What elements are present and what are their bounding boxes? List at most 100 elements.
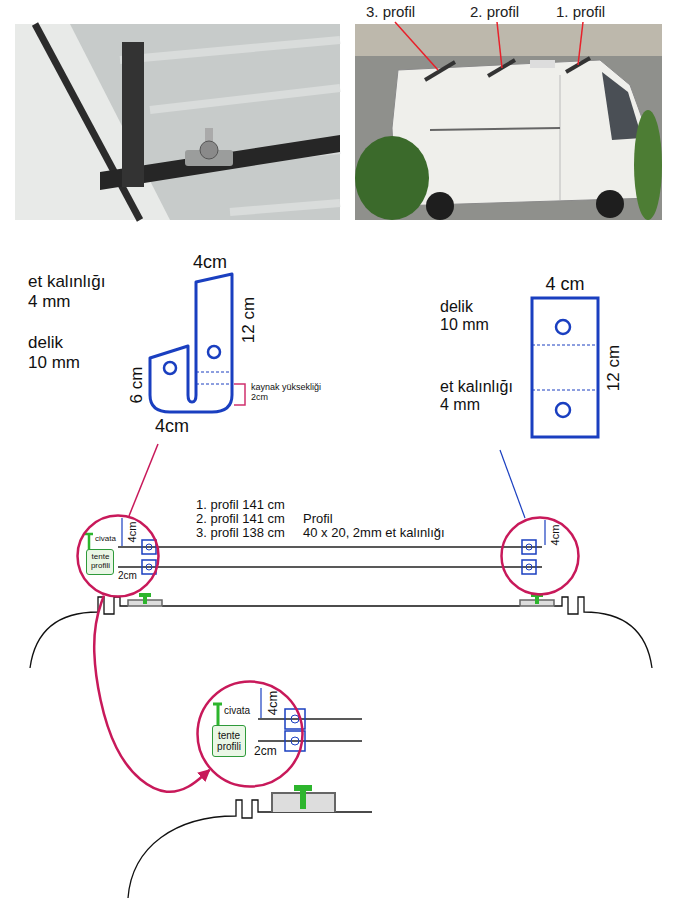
dimension-label: 12 cm: [604, 345, 624, 391]
dimension-mark: [544, 520, 545, 545]
bolt: [200, 141, 218, 159]
mount-plate: [142, 540, 156, 554]
roof-rib: [150, 88, 340, 110]
note-label: delik 10 mm: [440, 298, 492, 335]
bolt-symbol: [535, 597, 539, 604]
van-body: [392, 60, 652, 206]
photo-label: 3. profil: [366, 3, 415, 20]
bolt-hole: [208, 346, 220, 358]
dimension-label: 12 cm: [239, 297, 259, 343]
fold-line: [532, 345, 598, 346]
dimension-label: 4cm: [126, 522, 138, 543]
leader-line: [497, 22, 502, 68]
callout-circle: tente profili civata 4cm 2cm: [196, 680, 304, 788]
box-label: tente profili: [91, 553, 110, 571]
fold-line: [532, 390, 598, 391]
wheel: [596, 190, 624, 218]
photo-street: [355, 24, 662, 220]
dimension-label: 2cm: [118, 570, 137, 581]
photo-label: 1. profil: [556, 3, 605, 20]
dimension-label: 6 cm: [127, 367, 147, 404]
leader-line: [129, 444, 158, 516]
dimension-label: 4cm: [193, 252, 227, 273]
bush: [355, 136, 429, 220]
dimension-mark: [121, 518, 122, 546]
note-label: Profil: [303, 512, 333, 527]
awning-profile-box: tente profili: [212, 725, 246, 757]
callout-circle-outline: [198, 682, 303, 787]
length-label: 1. profil 141 cm: [196, 498, 285, 513]
rail: [118, 566, 542, 567]
leader-line: [500, 450, 525, 518]
van-windshield: [602, 72, 642, 140]
roof-vent: [530, 60, 555, 68]
bolt-hole: [526, 544, 532, 550]
mount-plate: [522, 540, 536, 554]
callout-circle-outline: [500, 516, 580, 596]
bolt-hole: [556, 403, 570, 417]
rail: [118, 546, 542, 547]
dimension-label: 4 cm: [545, 274, 584, 295]
bolt-label: civata: [95, 535, 116, 544]
note-label: delik 10 mm: [28, 333, 83, 372]
bolt-hole: [291, 715, 299, 723]
length-label: 2. profil 141 cm: [196, 512, 285, 527]
dimension-label: 4cm: [155, 416, 189, 437]
bolt-hole: [164, 362, 176, 374]
callout-circle-outline: [502, 518, 579, 595]
weld-bracket: [234, 384, 245, 405]
bolt-label: civata: [224, 705, 250, 716]
rail: [258, 718, 362, 719]
connector-arrow: [94, 596, 209, 792]
roof-rib: [120, 40, 340, 60]
roof-edge: [15, 24, 170, 220]
bent-bracket: [150, 274, 232, 412]
note-label: et kalınlığı 4 mm: [28, 272, 110, 311]
photo-label: 2. profil: [470, 3, 519, 20]
box-label: tente profili: [217, 730, 241, 752]
bolt-hole: [556, 320, 570, 334]
bolt-hole: [291, 737, 299, 745]
callout-circle: tente profili civata 4cm 2cm: [76, 514, 160, 598]
bolt-symbol: [213, 704, 222, 726]
roof-profile: [162, 605, 520, 606]
rail: [258, 740, 362, 741]
bolt-hole: [146, 544, 152, 550]
roof-profile: [128, 800, 372, 898]
roof-profile: [554, 597, 652, 668]
flat-plate: [532, 298, 598, 437]
van-door: [560, 75, 561, 200]
note-label: et kalınlığı 4 mm: [440, 378, 518, 415]
dimension-label: 2cm: [254, 745, 277, 758]
leader-line: [395, 22, 438, 70]
note-label: 40 x 20, 2mm et kalınlığı: [303, 526, 445, 541]
roof-profile: [30, 597, 128, 668]
length-label: 3. profil 138 cm: [196, 526, 285, 541]
bolt-symbol: [294, 785, 312, 791]
bolt-symbol: [139, 593, 151, 597]
note-label: kaynak yüksekliği 2cm: [251, 382, 331, 403]
dimension-label: 4cm: [266, 691, 280, 716]
roof-rib: [230, 203, 340, 212]
rack-profile: [425, 62, 455, 80]
callout-circle: 4cm: [500, 516, 580, 596]
bolt-symbol: [85, 534, 93, 550]
bolt-hole: [146, 564, 152, 570]
wheel: [426, 192, 454, 220]
photo-roof: [15, 24, 340, 220]
mount-plate: [522, 560, 536, 574]
awning-profile-box: tente profili: [86, 549, 114, 575]
dimension-mark: [260, 688, 261, 718]
bolt-symbol: [300, 791, 306, 809]
van-door-rail: [430, 128, 560, 130]
dimension-label: 4cm: [549, 525, 561, 546]
fold-line: [196, 384, 232, 385]
callout-circle-outline: [78, 516, 159, 597]
bush: [634, 110, 662, 220]
bracket: [122, 42, 144, 187]
bolt-symbol: [143, 597, 147, 604]
bolt-hole: [526, 564, 532, 570]
fold-line: [196, 372, 232, 373]
